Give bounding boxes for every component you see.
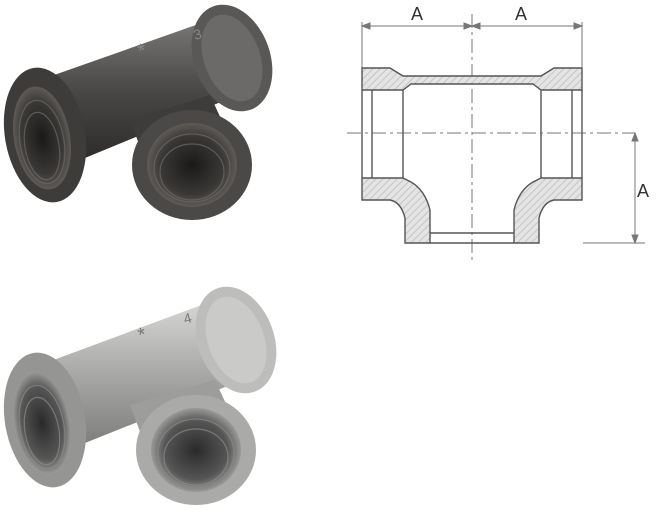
galvanized-tee-icon: * 4	[3, 286, 277, 505]
dimension-label-a-right: A	[515, 4, 527, 24]
top-dimension	[360, 14, 584, 262]
svg-text:4: 4	[182, 309, 194, 327]
galvanized-tee-photo: * 4	[0, 280, 290, 515]
tee-section-outline	[361, 67, 583, 244]
black-iron-tee-icon: * 3	[3, 4, 273, 220]
right-dimension	[583, 131, 645, 245]
tee-cross-section-drawing: A A A	[335, 0, 656, 270]
dimension-label-a-vertical: A	[637, 181, 649, 201]
svg-text:3: 3	[192, 25, 204, 43]
dimension-label-a-left: A	[411, 4, 423, 24]
black-iron-tee-photo: * 3	[0, 0, 290, 240]
